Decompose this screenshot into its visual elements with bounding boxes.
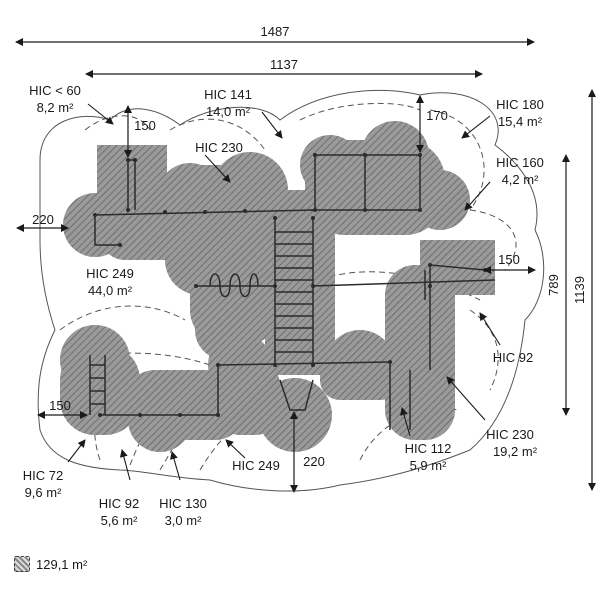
zone-label-hic: HIC 112 [405,441,452,456]
zone-labels: HIC < 60 8,2 m² HIC 141 14,0 m² HIC 230 … [23,83,544,528]
zone-label-area: 44,0 m² [88,283,133,298]
dim-clear-220-bottom: 220 [303,454,325,469]
zone-label-area: 9,6 m² [25,485,63,500]
hatched-impact-areas [60,121,495,452]
zone-label-area: 19,2 m² [493,444,538,459]
zone-label-hic: HIC 160 [496,155,544,170]
dim-clear-170: 170 [426,108,448,123]
outer-safety-boundary [37,89,545,492]
dim-clear-150-top: 150 [134,118,156,133]
dim-right-inner-height: 789 [546,274,561,296]
dim-clear-150-right: 150 [498,252,520,267]
legend-total-area: 129,1 m² [36,556,88,572]
dim-top-width: 1487 [261,24,290,39]
zone-label-hic: HIC 92 [99,496,139,511]
leader-lines [67,103,501,481]
dim-right-outer-height: 1139 [572,276,587,304]
zone-label-area: 4,2 m² [502,172,540,187]
zone-label-hic: HIC 141 [204,87,252,102]
zone-label-hic: HIC < 60 [29,83,81,98]
legend: 129,1 m² [14,556,87,572]
zone-label-hic: HIC 249 [232,458,280,473]
zone-label-hic: HIC 230 [195,140,243,155]
zone-label-area: 8,2 m² [37,100,75,115]
zone-label-hic: HIC 72 [23,468,63,483]
hatched-area-icon [14,556,30,572]
dimension-lines [15,38,596,493]
dim-clear-220-left: 220 [32,212,54,227]
zone-label-hic: HIC 130 [159,496,207,511]
zone-label-area: 3,0 m² [165,513,203,528]
dim-clear-150-left: 150 [49,398,71,413]
zone-label-area: 5,6 m² [101,513,139,528]
zone-label-hic: HIC 92 [493,350,533,365]
equipment-post-nodes [93,153,487,417]
dim-inner-width: 1137 [270,57,298,72]
dashed-zone-boundaries [59,102,517,471]
zone-label-hic: HIC 249 [86,266,134,281]
zone-label-area: 5,9 m² [410,458,448,473]
zone-label-hic: HIC 180 [496,97,544,112]
zone-label-hic: HIC 230 [486,427,534,442]
zone-label-area: 14,0 m² [206,104,251,119]
zone-label-area: 15,4 m² [498,114,543,129]
